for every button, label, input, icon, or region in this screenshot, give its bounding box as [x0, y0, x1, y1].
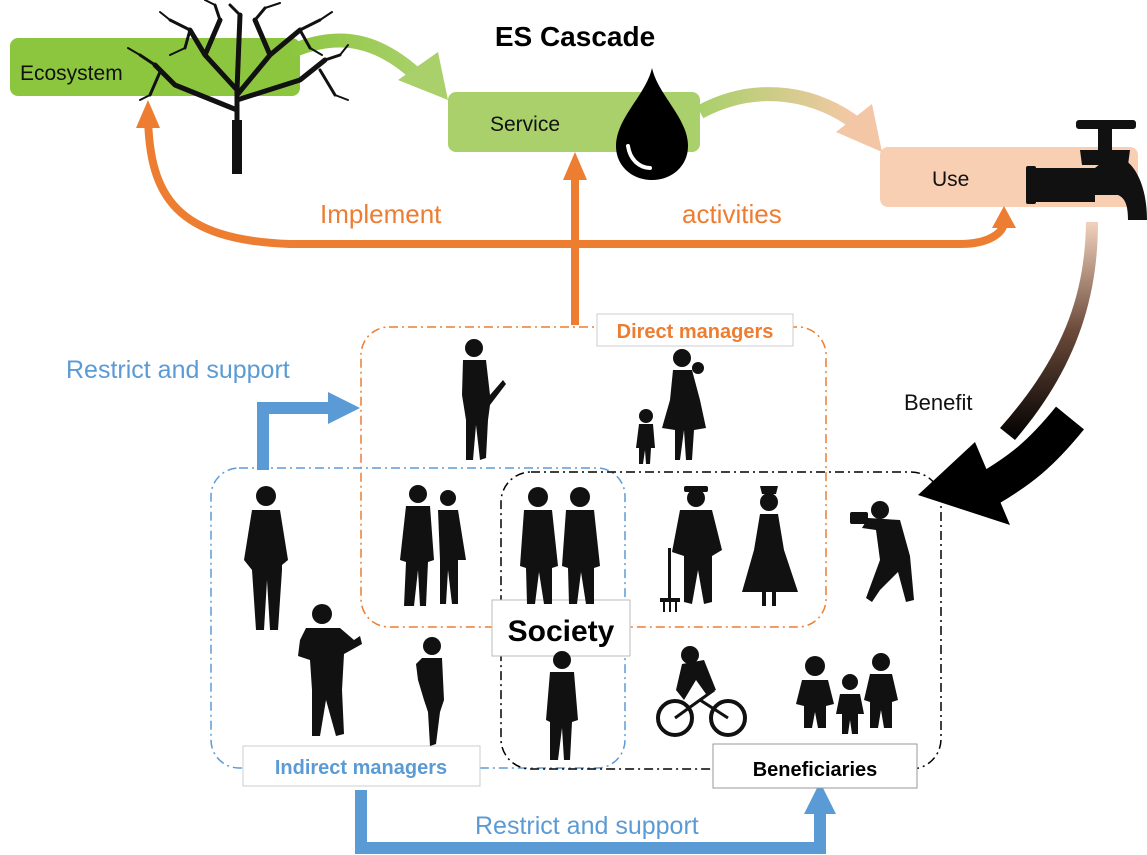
diagram-title: ES Cascade	[495, 21, 655, 52]
implement-activities-loop	[144, 117, 1008, 325]
service-to-use-arrow	[696, 87, 882, 152]
person-presenter-icon	[298, 604, 362, 736]
direct-managers-label: Direct managers	[617, 321, 774, 343]
water-drop-icon	[616, 68, 688, 180]
person-woman-dress-icon	[742, 486, 798, 606]
faucet-icon	[1026, 120, 1147, 220]
beneficiaries-label-box: Beneficiaries	[712, 743, 918, 789]
use-label: Use	[932, 168, 969, 191]
activities-arrowhead-service	[563, 152, 587, 180]
society-label: Society	[508, 615, 615, 648]
person-photographer-icon	[850, 501, 914, 602]
person-manager-icon	[462, 339, 506, 460]
restrict-support-top-arrow	[257, 392, 360, 470]
indirect-managers-label-box: Indirect managers	[242, 745, 481, 787]
ecosystem-to-service-arrow	[287, 33, 448, 100]
ecosystem-label: Ecosystem	[20, 62, 123, 85]
direct-managers-label-box: Direct managers	[596, 313, 794, 347]
person-farmer-icon	[660, 486, 722, 612]
person-children-icon	[796, 653, 898, 734]
person-cyclist-icon	[656, 646, 747, 737]
benefit-arrow	[918, 222, 1098, 525]
implement-label: Implement	[320, 199, 442, 229]
person-family-icon	[636, 349, 706, 464]
society-label-box: Society	[491, 599, 631, 657]
restrict-support-top-label: Restrict and support	[66, 356, 290, 384]
beneficiaries-label: Beneficiaries	[753, 759, 878, 781]
person-businessman-icon	[244, 486, 288, 630]
person-two-men-icon	[520, 487, 600, 604]
person-woman-folder-icon	[416, 637, 444, 746]
activities-label: activities	[682, 199, 782, 229]
implement-arrowhead-ecosystem	[136, 100, 160, 128]
service-label: Service	[490, 113, 560, 136]
tree-icon	[127, 0, 349, 174]
restrict-support-bottom-arrow	[355, 782, 836, 854]
benefit-label: Benefit	[904, 390, 973, 415]
implement-arrowhead-use	[992, 206, 1016, 228]
indirect-managers-label: Indirect managers	[275, 757, 447, 779]
person-standing-man-icon	[546, 651, 578, 760]
person-couple-talking-icon	[400, 485, 466, 606]
restrict-support-bottom-label: Restrict and support	[475, 812, 699, 840]
